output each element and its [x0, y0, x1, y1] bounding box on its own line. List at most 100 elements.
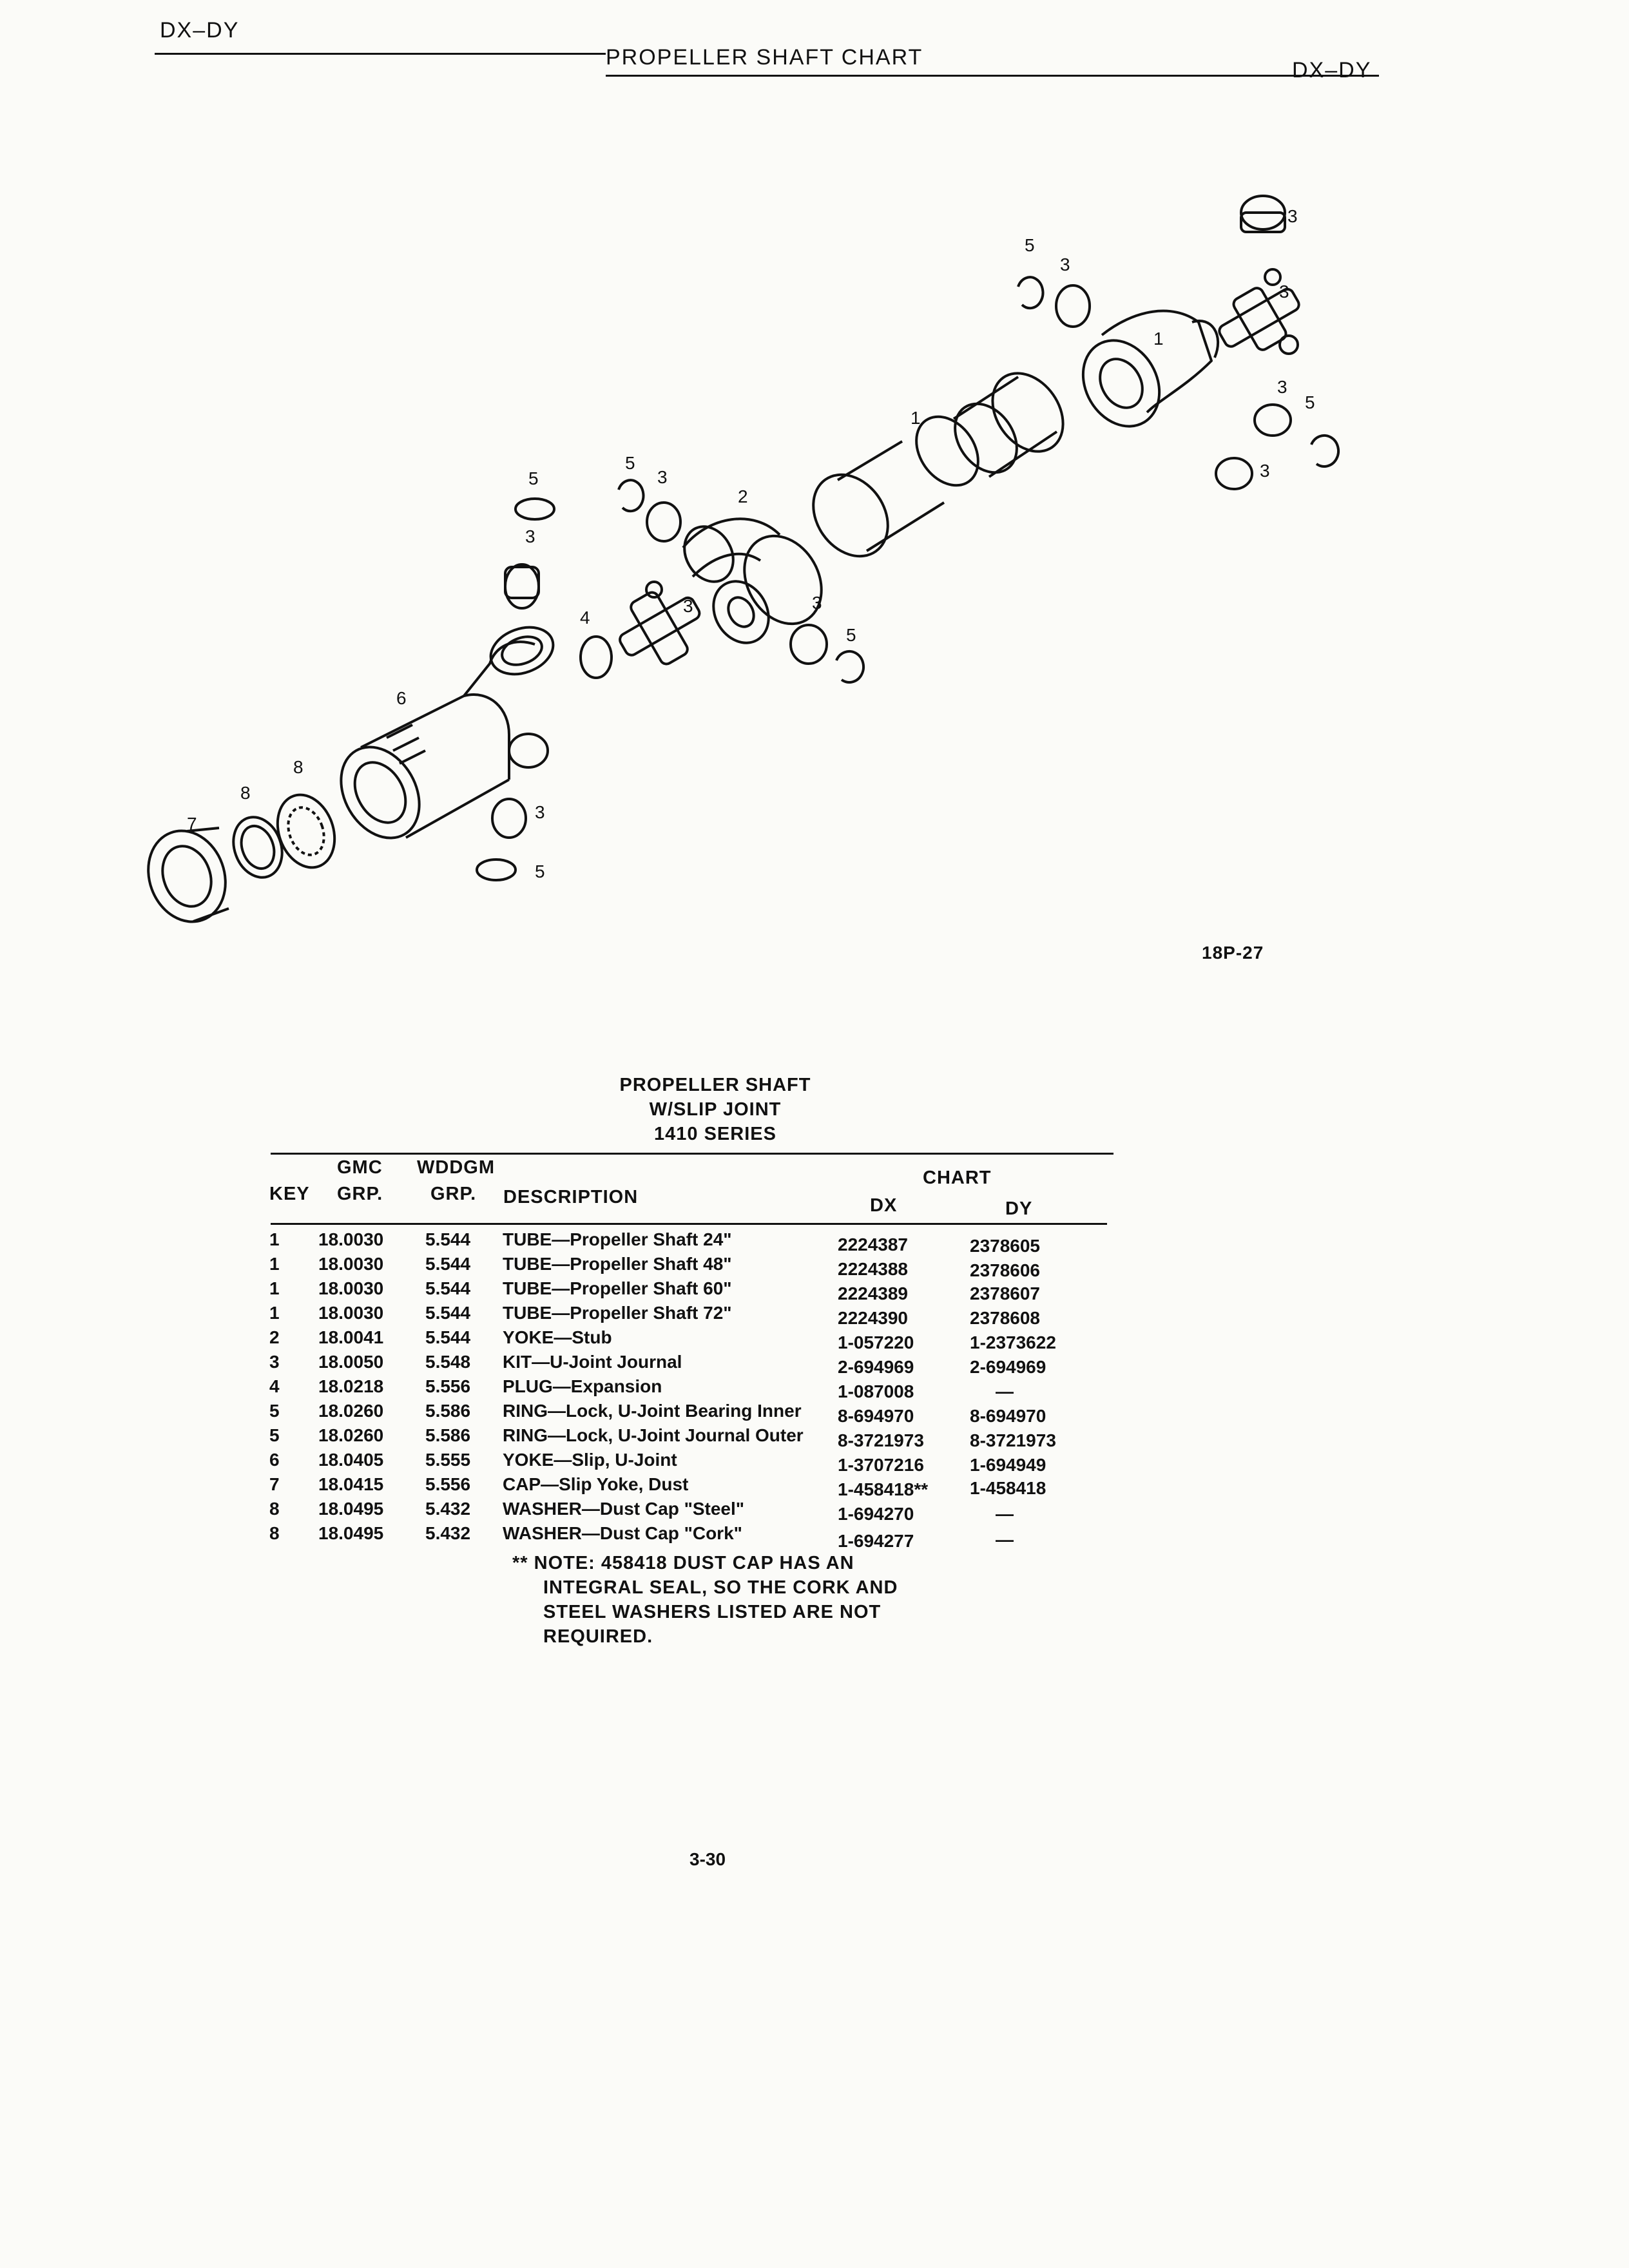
cell-wddgm: 5.556 — [425, 1474, 471, 1494]
page-title: PROPELLER SHAFT CHART — [606, 45, 923, 70]
svg-text:7: 7 — [187, 814, 197, 834]
cell-key: 8 — [269, 1523, 280, 1543]
cell-dx: 8-3721973 — [838, 1430, 924, 1450]
header-gmc-bottom: GRP. — [337, 1184, 383, 1204]
cell-gmc: 18.0050 — [318, 1352, 384, 1372]
svg-text:5: 5 — [1305, 392, 1315, 412]
expansion-plug — [579, 635, 613, 679]
svg-text:5: 5 — [528, 468, 539, 488]
table-row: 5 18.0260 5.586 RING—Lock, U-Joint Beari… — [0, 1401, 1629, 1426]
journal-cross-center — [619, 581, 701, 666]
header-description: DESCRIPTION — [503, 1187, 639, 1207]
bearing-cap-center-a — [646, 501, 682, 543]
cell-dx: 2224389 — [838, 1283, 909, 1303]
cell-dy: — — [996, 1504, 1014, 1524]
journal-cross-upper — [1218, 268, 1300, 355]
cell-gmc: 18.0030 — [318, 1229, 384, 1249]
table-row: 8 18.0495 5.432 WASHER—Dust Cap "Cork" 1… — [0, 1523, 1629, 1551]
table-header-rule — [271, 1223, 1107, 1225]
cell-wddgm: 5.586 — [425, 1425, 471, 1445]
svg-text:3: 3 — [535, 802, 545, 822]
header-wddgm-top: WDDGM — [417, 1157, 495, 1178]
cell-gmc: 18.0030 — [318, 1303, 384, 1323]
table-title-line-3: 1410 SERIES — [654, 1124, 776, 1144]
svg-text:5: 5 — [625, 453, 635, 473]
note-line-4: REQUIRED. — [543, 1626, 653, 1647]
table-row: 1 18.0030 5.544 TUBE—Propeller Shaft 48"… — [0, 1254, 1629, 1280]
cell-wddgm: 5.544 — [425, 1229, 471, 1249]
svg-text:3: 3 — [1260, 461, 1270, 481]
cell-dy: 8-3721973 — [970, 1430, 1056, 1450]
cell-gmc: 18.0030 — [318, 1254, 384, 1274]
table-row: 7 18.0415 5.556 CAP—Slip Yoke, Dust 1-45… — [0, 1474, 1629, 1499]
cell-wddgm: 5.586 — [425, 1401, 471, 1421]
cell-gmc: 18.0218 — [318, 1376, 384, 1396]
note-line-3: STEEL WASHERS LISTED ARE NOT — [543, 1602, 882, 1622]
header-right-code: DX–DY — [1292, 58, 1372, 82]
cell-key: 5 — [269, 1401, 280, 1421]
slip-yoke — [340, 626, 555, 840]
cell-key: 7 — [269, 1474, 280, 1494]
cell-dy: 2378608 — [970, 1308, 1041, 1328]
cell-description: TUBE—Propeller Shaft 60" — [503, 1278, 732, 1298]
cell-description: YOKE—Stub — [503, 1327, 612, 1347]
callouts: 1 1 2 3 3 3 3 3 3 3 3 3 3 5 5 5 5 5 5 4 … — [187, 206, 1315, 881]
note-line-2: INTEGRAL SEAL, SO THE CORK AND — [543, 1577, 898, 1598]
svg-text:8: 8 — [240, 783, 251, 803]
cell-dx: 2224387 — [838, 1235, 909, 1254]
header-dy: DY — [1005, 1198, 1033, 1219]
cell-key: 1 — [269, 1278, 280, 1298]
svg-text:3: 3 — [683, 596, 693, 616]
cell-wddgm: 5.544 — [425, 1254, 471, 1274]
header-dx: DX — [870, 1195, 898, 1216]
cell-dx: 1-694277 — [838, 1531, 914, 1551]
svg-text:5: 5 — [535, 861, 545, 881]
svg-text:4: 4 — [580, 608, 590, 628]
cell-key: 3 — [269, 1352, 280, 1372]
cell-key: 8 — [269, 1499, 280, 1519]
svg-text:3: 3 — [812, 593, 822, 613]
svg-text:1: 1 — [1153, 329, 1164, 349]
table-row: 1 18.0030 5.544 TUBE—Propeller Shaft 60"… — [0, 1278, 1629, 1303]
svg-text:5: 5 — [1025, 235, 1035, 255]
cell-description: WASHER—Dust Cap "Cork" — [503, 1523, 742, 1543]
stub-yoke-upper — [1081, 309, 1219, 428]
bearing-cap-right-low — [1215, 457, 1253, 490]
cell-key: 5 — [269, 1425, 280, 1445]
cell-wddgm: 5.432 — [425, 1523, 471, 1543]
cell-gmc: 18.0405 — [318, 1450, 384, 1470]
page-number: 3-30 — [689, 1849, 726, 1869]
cell-key: 1 — [269, 1254, 280, 1274]
cell-wddgm: 5.556 — [425, 1376, 471, 1396]
cell-dy: 1-2373622 — [970, 1332, 1056, 1352]
cell-gmc: 18.0495 — [318, 1499, 384, 1519]
bearing-cap-center-b — [789, 624, 828, 665]
cell-description: TUBE—Propeller Shaft 24" — [503, 1229, 732, 1249]
cell-description: RING—Lock, U-Joint Journal Outer — [503, 1425, 804, 1445]
table-top-rule — [271, 1153, 1113, 1155]
stub-yoke-center — [682, 517, 823, 644]
cell-dx: 1-057220 — [838, 1332, 914, 1352]
cell-dy: 2378605 — [970, 1236, 1041, 1256]
cell-dy: 1-458418 — [970, 1478, 1046, 1498]
cell-description: RING—Lock, U-Joint Bearing Inner — [503, 1401, 802, 1421]
svg-text:5: 5 — [846, 625, 856, 645]
cell-dy: 2378606 — [970, 1260, 1041, 1280]
header-left-code: DX–DY — [160, 18, 240, 43]
lock-ring-b — [1310, 434, 1340, 468]
cell-dy: 8-694970 — [970, 1406, 1046, 1426]
bearing-cap-upper — [1055, 284, 1091, 328]
cell-dy: — — [996, 1381, 1014, 1401]
cell-key: 2 — [269, 1327, 280, 1347]
cell-dx: 2224388 — [838, 1259, 909, 1279]
lock-ring-c — [617, 479, 645, 513]
cell-description: YOKE—Slip, U-Joint — [503, 1450, 677, 1470]
table-title-line-1: PROPELLER SHAFT — [619, 1075, 811, 1095]
washer-cork — [232, 816, 284, 879]
cell-dy: 2378607 — [970, 1283, 1041, 1303]
cell-gmc: 18.0030 — [318, 1278, 384, 1298]
cell-description: TUBE—Propeller Shaft 48" — [503, 1254, 732, 1274]
cell-dx: 1-3707216 — [838, 1455, 924, 1475]
svg-text:2: 2 — [738, 486, 748, 506]
cell-wddgm: 5.432 — [425, 1499, 471, 1519]
